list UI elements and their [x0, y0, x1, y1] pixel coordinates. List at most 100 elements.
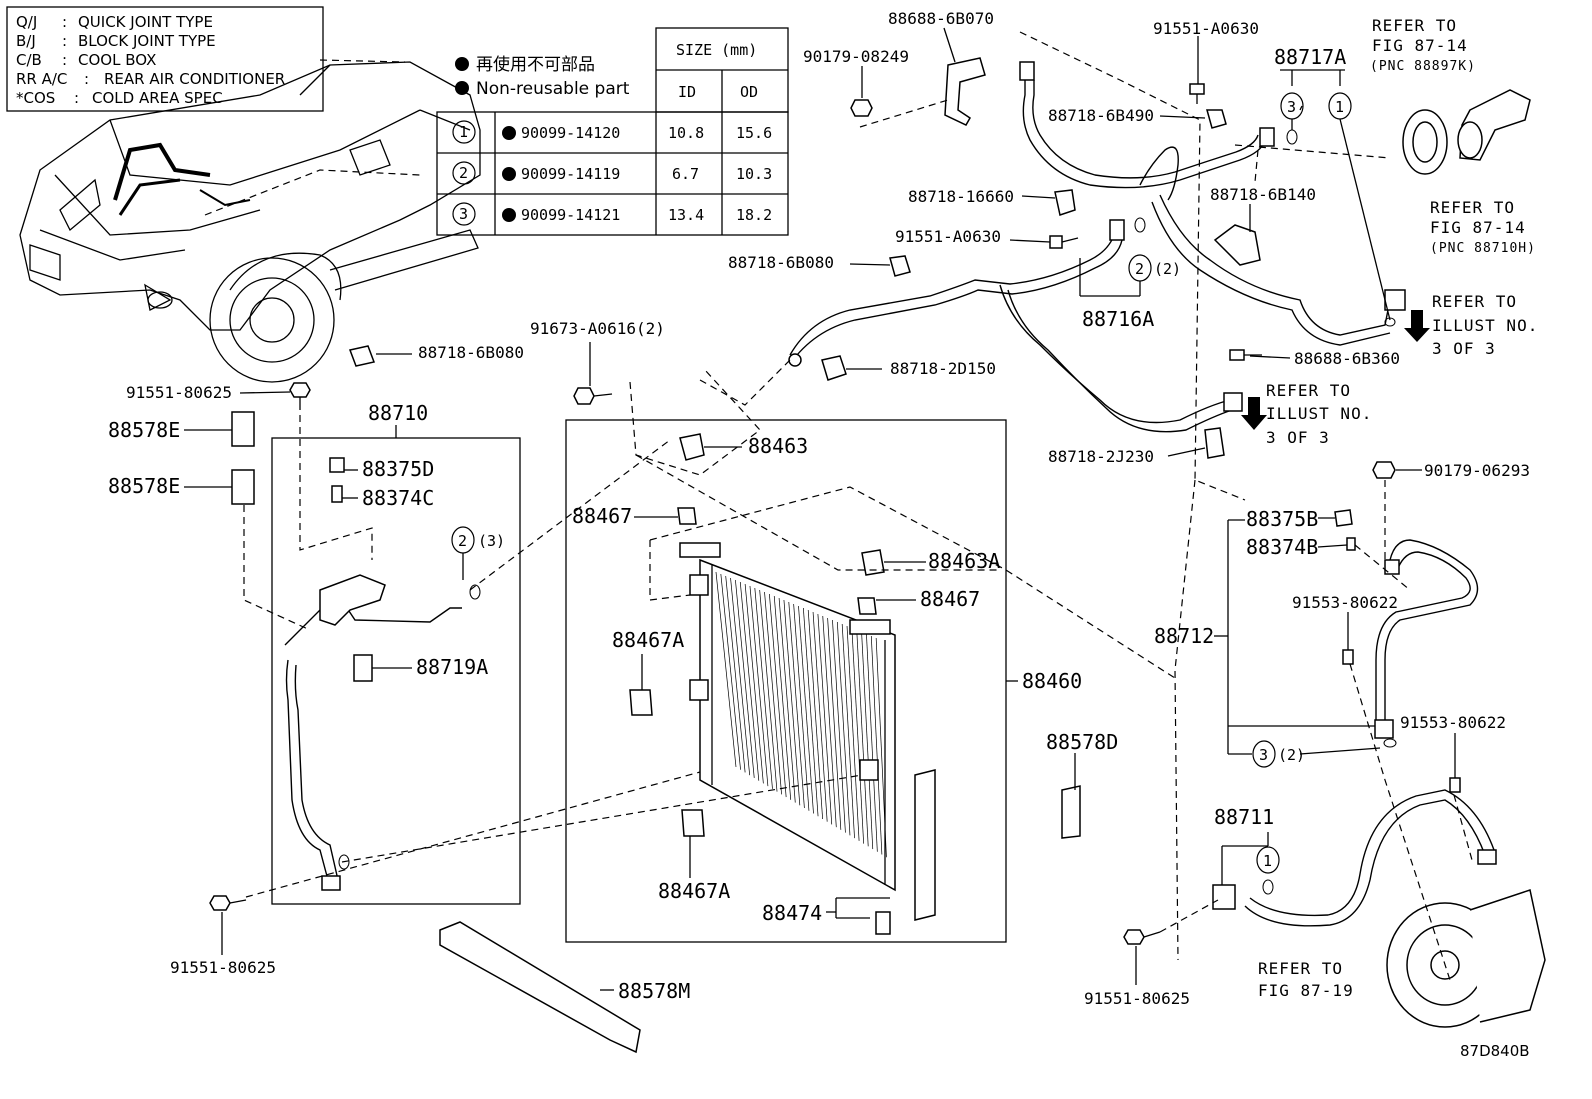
table-row: 1 90099-14120 10.8 15.6 — [452, 120, 772, 144]
label-88578e-2[interactable]: 88578E — [108, 474, 180, 498]
label-88718-2j230[interactable]: 88718-2J230 — [1048, 447, 1154, 466]
label-88688-6b070[interactable]: 88688-6B070 — [888, 9, 994, 28]
part-labels: 88688-6B070 90179-08249 91551-A0630 8871… — [108, 9, 1530, 1008]
label-91673-a0616[interactable]: 91673-A0616(2) — [530, 319, 665, 338]
table-row-id: 10.8 — [668, 124, 704, 142]
table-id-header: ID — [678, 83, 696, 101]
label-88718-16660[interactable]: 88718-16660 — [908, 187, 1014, 206]
legend-abbr-2: B/J — [16, 32, 36, 50]
label-88467-a[interactable]: 88467 — [572, 504, 632, 528]
oring-callout-88717a: 3 1 — [1280, 69, 1396, 327]
cap-88375b — [1334, 509, 1353, 527]
label-91551-80625-bottom[interactable]: 91551-80625 — [170, 958, 276, 977]
legend-text-5: COLD AREA SPEC — [92, 89, 223, 107]
label-88710[interactable]: 88710 — [368, 401, 428, 425]
label-91551-a0630-mid[interactable]: 91551-A0630 — [895, 227, 1001, 246]
legend-abbr-1: Q/J — [16, 13, 37, 31]
clamp-88718-2j230 — [1204, 427, 1225, 459]
mount-88467-a — [677, 507, 697, 525]
bolt-88688-6b360 — [1229, 349, 1262, 361]
ref-illust-3-of-3-a[interactable]: REFER TO ILLUST NO. 3 OF 3 — [1432, 292, 1538, 358]
label-91551-80625-left[interactable]: 91551-80625 — [126, 383, 232, 402]
svg-text:ILLUST NO.: ILLUST NO. — [1266, 404, 1372, 423]
bracket-88718-6b140 — [1213, 224, 1261, 266]
dryer-88474 — [875, 911, 891, 935]
svg-text:3: 3 — [1259, 746, 1268, 764]
ref-fig-87-14-a[interactable]: REFER TO FIG 87-14 (PNC 88897K) — [1370, 16, 1476, 74]
label-88374b[interactable]: 88374B — [1246, 535, 1318, 559]
label-91551-80625-right[interactable]: 91551-80625 — [1084, 989, 1190, 1008]
table-row-od: 15.6 — [736, 124, 772, 142]
svg-text::: : — [62, 32, 67, 50]
label-88717a[interactable]: 88717A — [1274, 45, 1346, 69]
clamp-88718-2d150 — [821, 355, 847, 381]
label-88716a[interactable]: 88716A — [1082, 307, 1154, 331]
ref-fig-87-19[interactable]: REFER TO FIG 87-19 — [1258, 959, 1354, 1000]
valve-88374c — [331, 485, 343, 503]
oring-size-table: SIZE (mm) ID OD 1 90099-14120 10.8 15.6 … — [436, 27, 789, 236]
label-88712[interactable]: 88712 — [1154, 624, 1214, 648]
nut-90179-06293 — [1372, 461, 1396, 479]
label-88375b[interactable]: 88375B — [1246, 507, 1318, 531]
ref-illust-3-of-3-b[interactable]: REFER TO ILLUST NO. 3 OF 3 — [1266, 381, 1372, 447]
label-88719a[interactable]: 88719A — [416, 655, 488, 679]
table-row-od: 10.3 — [736, 165, 772, 183]
label-91551-a0630-top[interactable]: 91551-A0630 — [1153, 19, 1259, 38]
label-88578e-1[interactable]: 88578E — [108, 418, 180, 442]
clamp-88718-6b080-left — [348, 345, 376, 367]
label-88467-b[interactable]: 88467 — [920, 587, 980, 611]
label-90179-08249[interactable]: 90179-08249 — [803, 47, 909, 66]
label-91553-80622-b[interactable]: 91553-80622 — [1400, 713, 1506, 732]
pad-88578e-1 — [231, 411, 255, 447]
svg-text:1: 1 — [1335, 98, 1344, 116]
label-90179-06293[interactable]: 90179-06293 — [1424, 461, 1530, 480]
phantom-lines — [243, 31, 1473, 981]
label-88578d[interactable]: 88578D — [1046, 730, 1118, 754]
svg-text::: : — [62, 13, 67, 31]
label-88718-6b140[interactable]: 88718-6B140 — [1210, 185, 1316, 204]
label-88463[interactable]: 88463 — [748, 434, 808, 458]
legend-text-3: COOL BOX — [78, 51, 156, 69]
pad-88578e-2 — [231, 469, 255, 505]
legend-abbr-5: *COS — [16, 89, 55, 107]
label-91553-80622-a[interactable]: 91553-80622 — [1292, 593, 1398, 612]
table-row-id: 6.7 — [672, 165, 699, 183]
svg-text:REFER TO: REFER TO — [1430, 198, 1515, 217]
cap-88375d — [329, 457, 345, 473]
discharge-hose-88711 — [1212, 789, 1497, 927]
suction-pipe-assembly — [1019, 61, 1406, 346]
svg-text::: : — [84, 70, 89, 88]
svg-text:REFER TO: REFER TO — [1266, 381, 1351, 400]
label-88718-2d150[interactable]: 88718-2D150 — [890, 359, 996, 378]
svg-text::: : — [62, 51, 67, 69]
clamp-88718-6b080-top — [889, 255, 911, 277]
seal-88578d — [1061, 785, 1081, 839]
oring-callout-88712: 3 (2) — [1227, 519, 1397, 768]
label-88718-6b490[interactable]: 88718-6B490 — [1048, 106, 1154, 125]
svg-text:(2): (2) — [1154, 260, 1181, 278]
ref-fig-87-14-b[interactable]: REFER TO FIG 87-14 (PNC 88710H) — [1430, 198, 1536, 256]
svg-text:3: 3 — [1287, 98, 1296, 116]
label-88463a[interactable]: 88463A — [928, 549, 1000, 573]
label-88374c[interactable]: 88374C — [362, 486, 434, 510]
fitting-88710h — [1457, 89, 1531, 161]
label-88467a-2[interactable]: 88467A — [658, 879, 730, 903]
label-88375d[interactable]: 88375D — [362, 457, 434, 481]
label-88467a-1[interactable]: 88467A — [612, 628, 684, 652]
label-88711[interactable]: 88711 — [1214, 805, 1274, 829]
label-88718-6b080-top[interactable]: 88718-6B080 — [728, 253, 834, 272]
label-88688-6b360[interactable]: 88688-6B360 — [1294, 349, 1400, 368]
label-88578m[interactable]: 88578M — [618, 979, 690, 1003]
box-88460 — [565, 419, 1007, 943]
table-row-num: 3 — [459, 205, 468, 223]
label-88460[interactable]: 88460 — [1022, 669, 1082, 693]
svg-text:2: 2 — [1135, 260, 1144, 278]
box-88710: 2 (3) — [271, 425, 521, 905]
svg-text:3 OF 3: 3 OF 3 — [1432, 339, 1496, 358]
svg-text:(3): (3) — [478, 532, 505, 550]
label-88474[interactable]: 88474 — [762, 901, 822, 925]
bolt-91551-a0630-top — [1189, 83, 1205, 104]
table-row-num: 2 — [459, 164, 468, 182]
svg-text:REFER TO: REFER TO — [1432, 292, 1517, 311]
label-88718-6b080-left[interactable]: 88718-6B080 — [418, 343, 524, 362]
